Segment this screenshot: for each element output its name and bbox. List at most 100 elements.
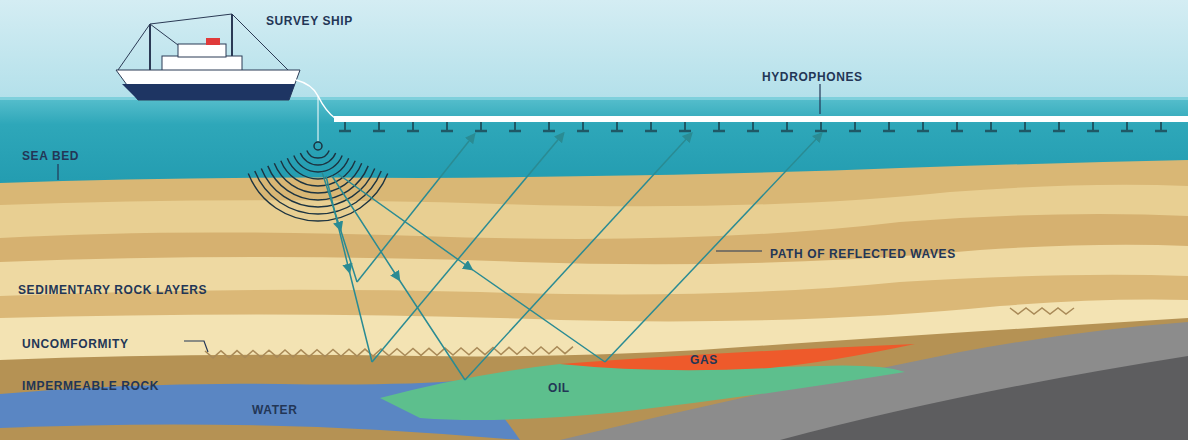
leader-line	[819, 84, 820, 114]
oil-label: OIL	[548, 378, 570, 396]
leader-line	[57, 164, 58, 180]
ship-hull	[116, 70, 300, 100]
sea-bed-label: SEA BED	[22, 146, 79, 164]
gas-label: GAS	[690, 353, 718, 367]
hydrophone-sensor	[1019, 130, 1031, 133]
hydrophone-stem	[1058, 122, 1060, 131]
hydrophone	[373, 122, 385, 131]
hydrophone-sensor	[1087, 130, 1099, 133]
hydrophone-stem	[854, 122, 856, 131]
hydrophone-label: HYDROPHONES	[762, 70, 863, 84]
rock-layers	[0, 160, 1188, 440]
sediment-layer	[0, 275, 1188, 440]
ship-hull-bottom	[122, 84, 295, 100]
hydrophone-stem	[480, 122, 482, 131]
hydrophone-stem	[344, 122, 346, 131]
hydrophone-stem	[616, 122, 618, 131]
hydrophone-sensor	[373, 130, 385, 133]
hydrophone-stem	[582, 122, 584, 131]
sediment-layer	[0, 300, 1188, 440]
wave-front	[281, 161, 355, 186]
hydrophone-sensor	[815, 130, 827, 133]
hydrophone-sensor	[679, 130, 691, 133]
hydrophone	[985, 122, 997, 131]
hydrophone-sensor	[917, 130, 929, 133]
hydrophone	[1053, 122, 1065, 131]
unconformity-line	[1010, 308, 1074, 314]
hydrophone	[407, 122, 419, 131]
leader-lines	[58, 84, 820, 352]
hydrophone-stem	[922, 122, 924, 131]
hydrophone	[815, 122, 827, 131]
sediment-layer	[0, 245, 1188, 440]
sound-source	[314, 142, 322, 150]
hydrophone	[747, 122, 759, 131]
ship-bridge	[178, 44, 226, 57]
wave-front	[294, 156, 342, 172]
wave-path-label: PATH OF REFLECTED WAVES	[770, 244, 956, 262]
unconformity-line	[205, 347, 573, 358]
gas-label: GAS	[690, 350, 718, 368]
ray-path	[338, 174, 605, 362]
hydrophone	[645, 122, 657, 131]
hydrophone-stem	[1024, 122, 1026, 131]
hydrophone	[713, 122, 725, 131]
ship-mast	[149, 24, 151, 72]
seismic-waves	[248, 142, 387, 221]
wave-front	[255, 171, 381, 214]
wave-paths	[322, 135, 820, 380]
hydrophone-sensor	[747, 130, 759, 133]
hydrophone-sensor	[1155, 130, 1167, 133]
hydrophone-stem	[990, 122, 992, 131]
ship-mast	[231, 14, 233, 60]
unconformity-label: UNCOMFORMITY	[22, 334, 129, 352]
hydrophone-sensor	[645, 130, 657, 133]
sky	[0, 0, 1188, 100]
hydrophone	[543, 122, 555, 131]
water-label: WATER	[252, 400, 297, 418]
hydrophone-sensor	[883, 130, 895, 133]
hydrophone-sensor	[951, 130, 963, 133]
rock-label: IMPERMEABLE ROCK	[22, 376, 159, 394]
ship-label: SURVEY SHIP	[266, 14, 353, 28]
gas-reservoir	[560, 344, 915, 370]
hydrophone-stem	[446, 122, 448, 131]
hydrophone-sensor	[713, 130, 725, 133]
hydrophone-sensor	[543, 130, 555, 133]
hydrophone	[951, 122, 963, 131]
hydrophone-stem	[752, 122, 754, 131]
hydrophone	[679, 122, 691, 131]
ship-funnel	[206, 38, 220, 45]
source-cable	[318, 96, 319, 141]
sediment-layer	[0, 185, 1188, 440]
hydrophone-row	[339, 122, 1167, 131]
wave-front	[307, 150, 329, 158]
hydrophone-sensor	[985, 130, 997, 133]
sky	[0, 0, 1188, 100]
hydrophone	[339, 122, 351, 131]
hydrophone	[1019, 122, 1031, 131]
oil-label: OIL	[548, 381, 570, 395]
wave-front	[248, 174, 387, 221]
hydrophone-sensor	[407, 130, 419, 133]
hydrophone-sensor	[339, 130, 351, 133]
hydrophone	[1155, 122, 1167, 131]
streamer-cable	[334, 116, 1188, 122]
hydrophone	[1087, 122, 1099, 131]
unconformity-label: UNCOMFORMITY	[22, 337, 129, 351]
water-label: WATER	[252, 403, 297, 417]
hydrophone-stem	[820, 122, 822, 131]
hydrophone-stem	[378, 122, 380, 131]
hydrophone-sensor	[849, 130, 861, 133]
hydrophone-sensor	[441, 130, 453, 133]
hydrophone-sensor	[781, 130, 793, 133]
hydrophone	[475, 122, 487, 131]
hydrophone	[917, 122, 929, 131]
sediment-layer	[0, 214, 1188, 440]
layer-label: SEDIMENTARY ROCK LAYERS	[18, 283, 207, 297]
impermeable-rock	[0, 318, 1188, 440]
hydrophone	[781, 122, 793, 131]
